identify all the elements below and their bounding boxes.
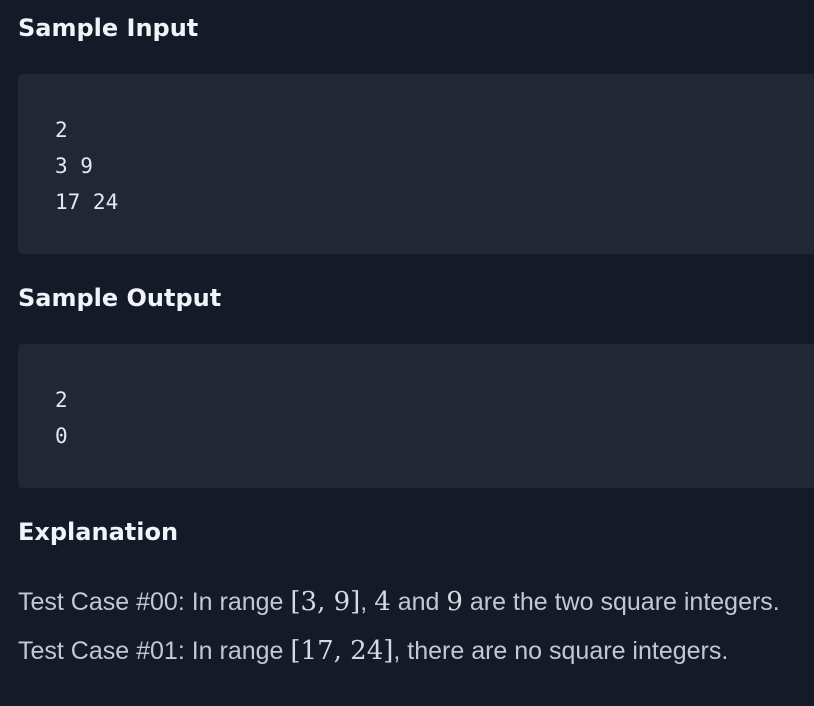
math-number: 4 bbox=[374, 587, 391, 617]
sample-input-line: 3 9 bbox=[55, 154, 93, 178]
explanation-heading: Explanation bbox=[18, 518, 179, 546]
explanation-text: , bbox=[360, 588, 375, 616]
explanation-line-test-case-01: Test Case #01: In range [17, 24], there … bbox=[18, 633, 728, 669]
explanation-text: are the two square integers. bbox=[462, 588, 780, 616]
explanation-line-test-case-00: Test Case #00: In range [3, 9], 4 and 9 … bbox=[18, 584, 780, 620]
sample-input-code-block: 2 3 9 17 24 bbox=[18, 74, 814, 254]
sample-output-line: 0 bbox=[55, 424, 68, 448]
sample-input-line: 2 bbox=[55, 118, 68, 142]
math-range: [3, 9] bbox=[290, 587, 361, 617]
explanation-text: and bbox=[390, 588, 447, 616]
math-number: 9 bbox=[446, 587, 463, 617]
explanation-text: Test Case #01: In range bbox=[18, 637, 291, 665]
sample-input-line: 17 24 bbox=[55, 190, 119, 214]
math-range: [17, 24] bbox=[290, 636, 394, 666]
sample-output-line: 2 bbox=[55, 388, 68, 412]
explanation-text: , there are no square integers. bbox=[393, 637, 729, 665]
sample-input-heading: Sample Input bbox=[18, 14, 199, 42]
sample-output-heading: Sample Output bbox=[18, 284, 222, 312]
explanation-text: Test Case #00: In range bbox=[18, 588, 291, 616]
sample-output-code-block: 2 0 bbox=[18, 344, 814, 488]
